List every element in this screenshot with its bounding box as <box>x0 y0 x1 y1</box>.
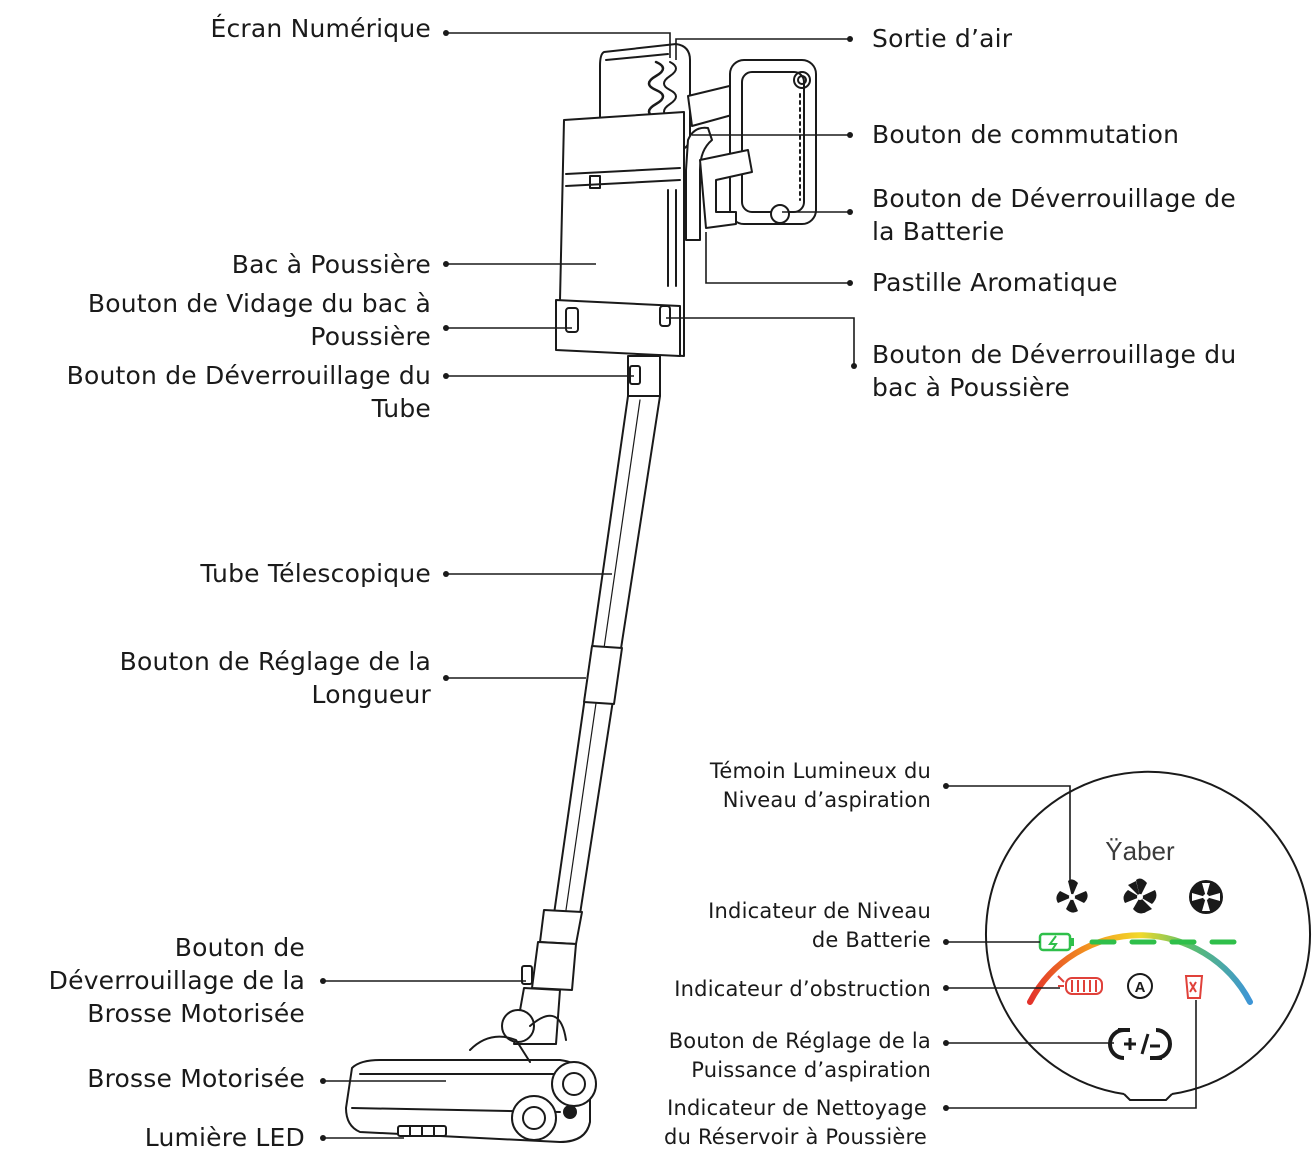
power-toggle-icon[interactable] <box>1108 1028 1172 1060</box>
auto-mode-label: A <box>1135 979 1146 996</box>
blockage-icon <box>1057 975 1103 995</box>
dust-bin-icon <box>1184 975 1204 999</box>
label-tube: Tube Télescopique <box>200 559 431 588</box>
label-deverrouillage-bac: Bouton de Déverrouillage du bac à Poussi… <box>872 340 1237 402</box>
label-sortie-air: Sortie d’air <box>872 24 1013 53</box>
label-vidage: Bouton de Vidage du bac à Poussière <box>87 289 431 351</box>
leader-dots <box>320 30 949 1141</box>
label-puissance: Bouton de Réglage de la Puissance d’aspi… <box>668 1029 931 1082</box>
label-led: Lumière LED <box>144 1123 305 1152</box>
suction-level-arc <box>1027 932 1253 1005</box>
control-panel: Ÿaber <box>985 770 1311 1101</box>
label-obstruction: Indicateur d’obstruction <box>674 977 931 1001</box>
label-deverrouillage-brosse: Bouton de Déverrouillage de la Brosse Mo… <box>48 933 305 1028</box>
label-bac: Bac à Poussière <box>231 250 431 279</box>
fan-high-icon <box>1189 880 1223 914</box>
label-brosse: Brosse Motorisée <box>87 1064 305 1093</box>
label-ecran: Écran Numérique <box>210 14 431 43</box>
label-commutation: Bouton de commutation <box>872 120 1180 149</box>
auto-mode-icon: A <box>1127 973 1153 999</box>
label-deverrouillage-tube: Bouton de Déverrouillage du Tube <box>66 361 431 423</box>
label-temoin: Témoin Lumineux du Niveau d’aspiration <box>709 759 931 812</box>
vacuum-body <box>345 43 817 1143</box>
label-deverrouillage-batterie: Bouton de Déverrouillage de la Batterie <box>872 184 1236 246</box>
fan-low-icon <box>1056 879 1088 913</box>
leader-lines <box>323 32 1197 1139</box>
brand-logo: Ÿaber <box>1105 836 1175 866</box>
label-longueur: Bouton de Réglage de la Longueur <box>119 647 431 709</box>
fan-medium-icon <box>1123 878 1157 914</box>
label-pastille: Pastille Aromatique <box>872 268 1118 297</box>
label-nettoyage: Indicateur de Nettoyage du Réservoir à P… <box>664 1096 927 1149</box>
label-indicateur-batterie: Indicateur de Niveau de Batterie <box>708 899 931 952</box>
